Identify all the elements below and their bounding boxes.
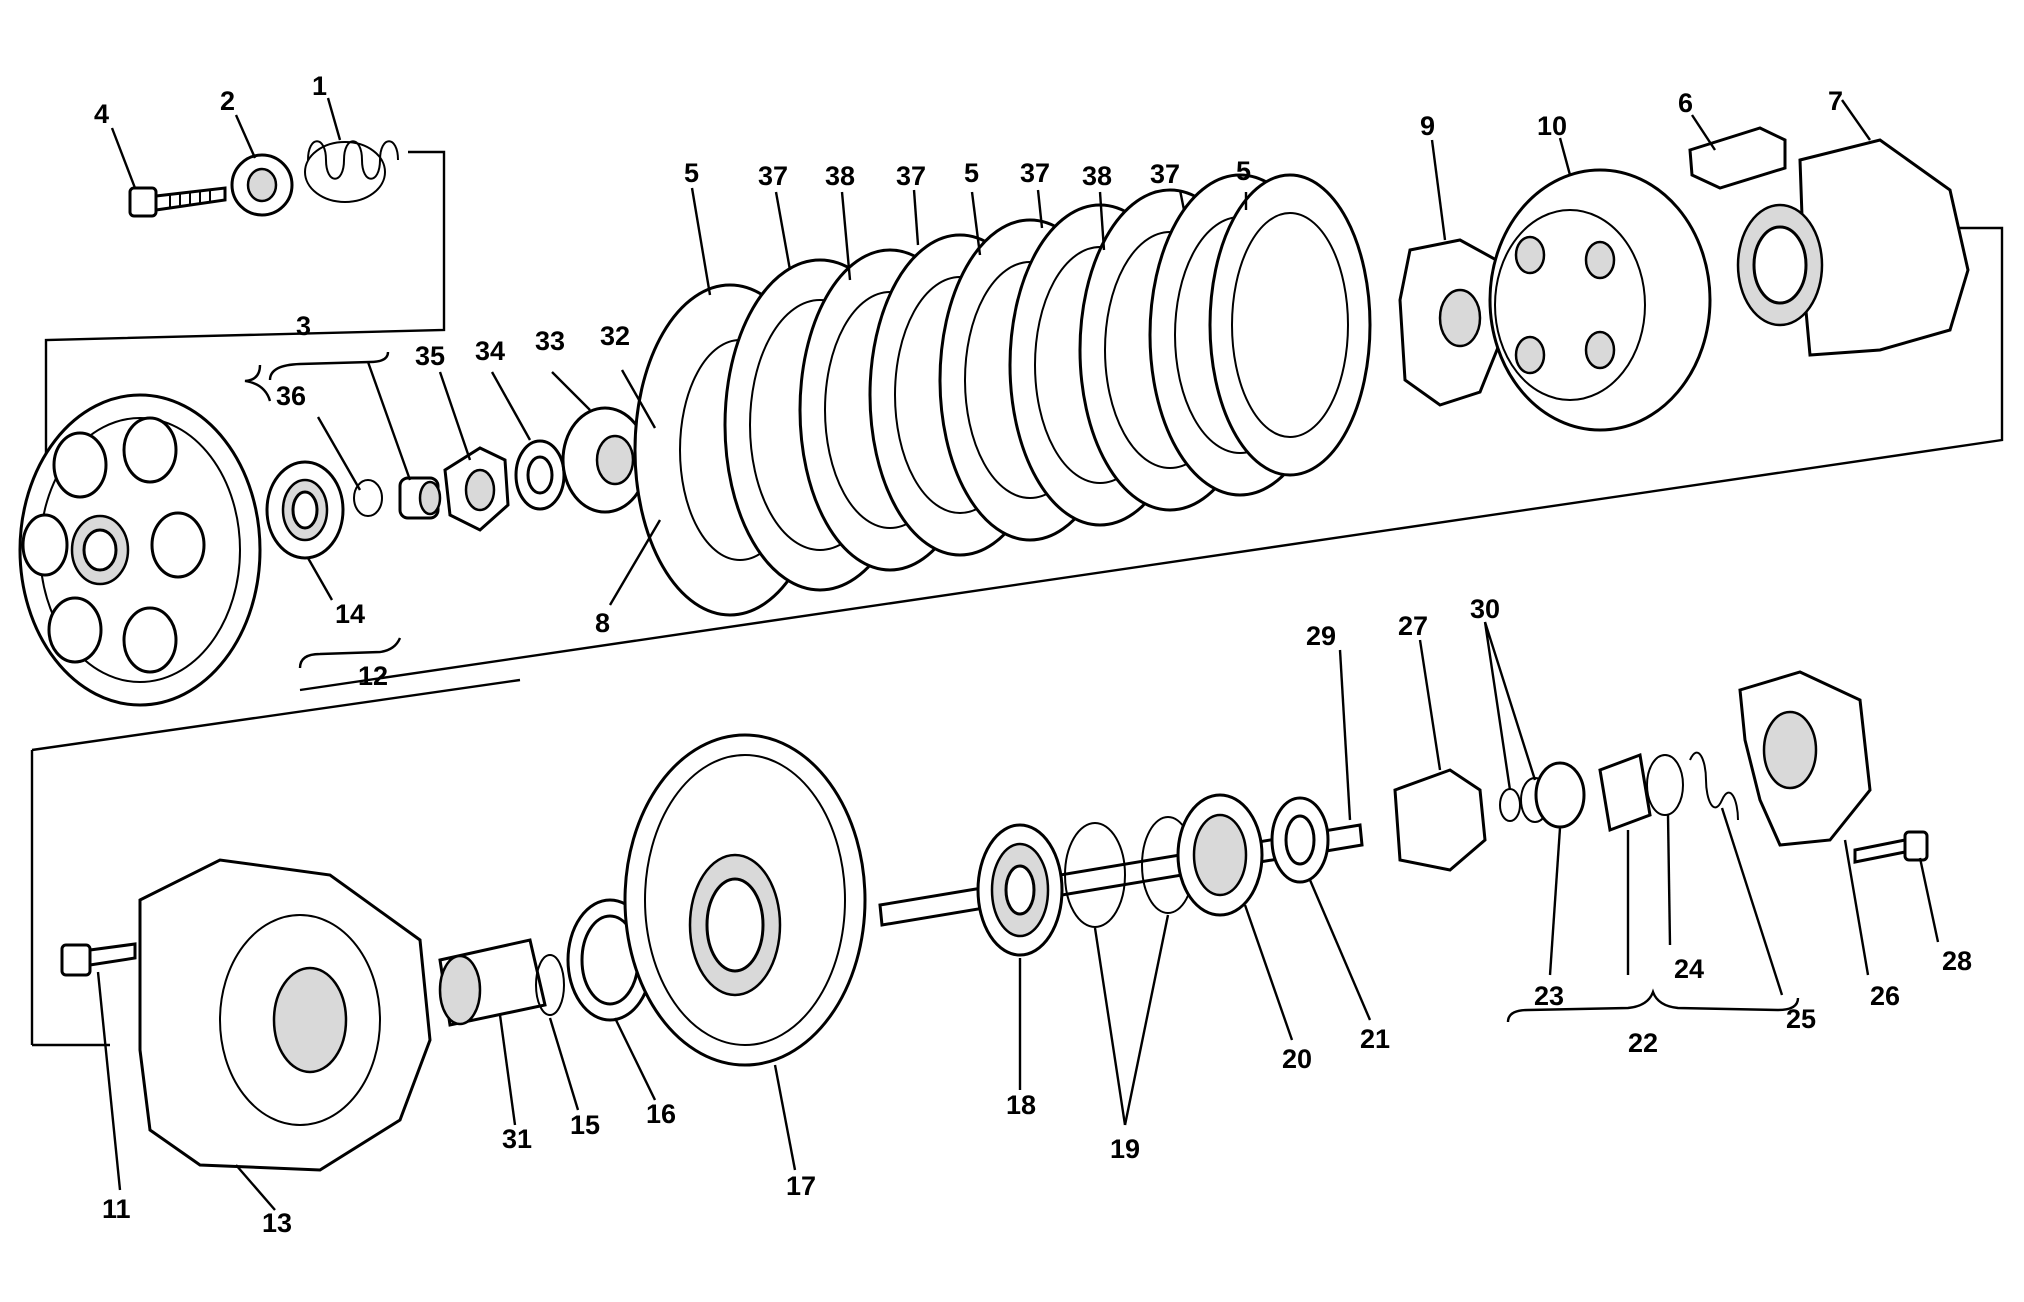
label-part-38b: 38: [1082, 161, 1112, 191]
pressure-plate: [18, 393, 262, 707]
label-part-33: 33: [535, 326, 565, 356]
bearing-part-14: [265, 460, 345, 560]
housing-part-7: [1736, 138, 1970, 357]
label-part-12: 12: [358, 661, 388, 691]
label-part-18: 18: [1006, 1090, 1036, 1120]
label-part-5a: 5: [684, 158, 699, 188]
clutch-drum-part-13: [138, 858, 432, 1172]
label-part-5b: 5: [964, 158, 979, 188]
label-part-11: 11: [102, 1194, 131, 1224]
label-part-2: 2: [220, 86, 235, 116]
label-part-32: 32: [600, 321, 630, 351]
label-part-6: 6: [1678, 88, 1693, 118]
slave-kit-part-22: [1534, 751, 1739, 833]
cylinder-body-part-26: [1738, 670, 1872, 847]
label-part-21: 21: [1360, 1024, 1390, 1054]
label-part-22: 22: [1628, 1028, 1658, 1058]
label-part-31: 31: [502, 1124, 532, 1154]
leader-lines: [96, 97, 1940, 1211]
label-part-5c: 5: [1236, 156, 1251, 186]
gear-part-17: [623, 733, 867, 1067]
washer-part-33: [561, 406, 649, 514]
washer-part-34: [514, 439, 566, 511]
bolt-part-4: [128, 186, 227, 218]
label-part-30: 30: [1470, 594, 1500, 624]
label-part-38a: 38: [825, 161, 855, 191]
nut-part-35: [443, 446, 510, 532]
label-part-37d: 37: [1150, 159, 1180, 189]
label-part-24: 24: [1674, 954, 1704, 984]
label-part-20: 20: [1282, 1044, 1312, 1074]
circlip-part-36: [353, 479, 383, 517]
part-labels: 4 2 1 3 36 35 34 33 32 14 12 8 5 37 38 3…: [94, 71, 1972, 1238]
clutch-plate-stack: [633, 173, 1372, 617]
label-part-8: 8: [595, 608, 610, 638]
label-part-9: 9: [1420, 111, 1435, 141]
spring-part-1: [304, 140, 399, 203]
label-part-19: 19: [1110, 1134, 1140, 1164]
bushing-part-31: [438, 938, 547, 1027]
label-part-37a: 37: [758, 161, 788, 191]
piston-part-27: [1393, 768, 1487, 872]
label-part-3: 3: [296, 311, 311, 341]
label-part-1: 1: [312, 71, 327, 101]
block-part-6: [1688, 126, 1787, 190]
washer-part-2: [230, 153, 294, 217]
label-part-35: 35: [415, 341, 445, 371]
label-part-29: 29: [1306, 621, 1336, 651]
label-part-4: 4: [94, 99, 109, 129]
label-part-7: 7: [1828, 86, 1843, 116]
label-part-36: 36: [276, 381, 306, 411]
label-part-13: 13: [262, 1208, 292, 1238]
label-part-16: 16: [646, 1099, 676, 1129]
label-part-25: 25: [1786, 1004, 1816, 1034]
label-part-26: 26: [1870, 981, 1900, 1011]
clutch-hub-part-10: [1488, 168, 1712, 432]
label-part-37c: 37: [1020, 158, 1050, 188]
plate-part-9: [1398, 238, 1507, 407]
label-part-34: 34: [475, 336, 505, 366]
bearing-part-20: [1176, 793, 1264, 917]
label-part-27: 27: [1398, 611, 1428, 641]
label-part-14: 14: [335, 599, 365, 629]
pushrod-part-3: [398, 476, 442, 520]
bolt-part-28: [1853, 830, 1929, 864]
oring-part-15: [535, 954, 565, 1016]
label-part-17: 17: [786, 1171, 816, 1201]
bearing-part-18: [976, 823, 1064, 957]
label-part-28: 28: [1942, 946, 1972, 976]
label-part-23: 23: [1534, 981, 1564, 1011]
label-part-10: 10: [1537, 111, 1567, 141]
label-part-15: 15: [570, 1110, 600, 1140]
assembly-frame-lines: [30, 150, 2004, 1047]
bolt-part-11: [60, 942, 137, 977]
label-part-37b: 37: [896, 161, 926, 191]
washer-part-21: [1270, 796, 1330, 884]
